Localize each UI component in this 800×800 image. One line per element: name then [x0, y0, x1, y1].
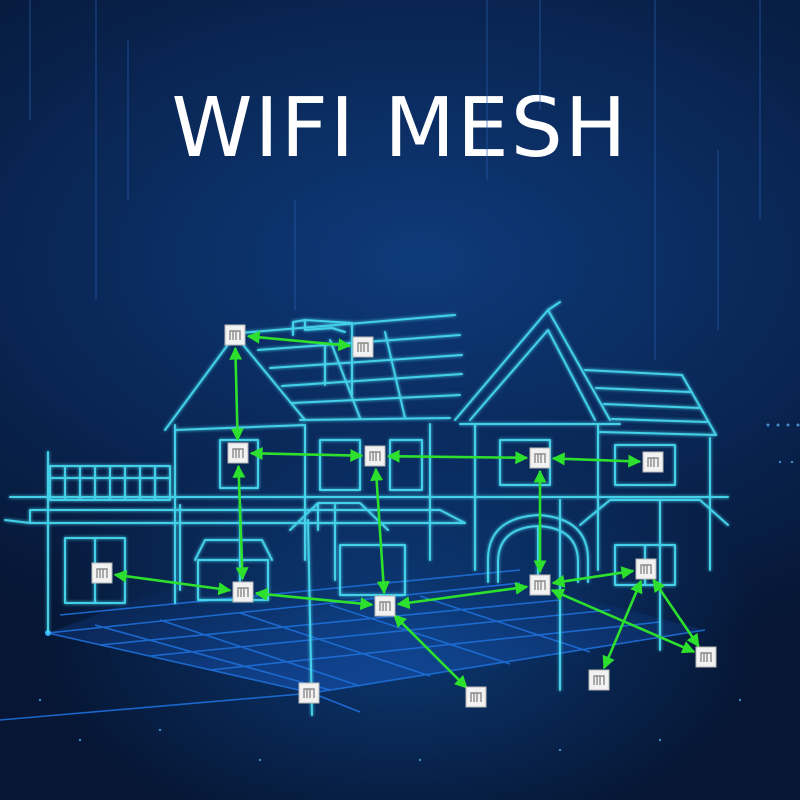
- mesh-node-n10: [529, 574, 551, 596]
- mesh-link-n1-n3: [229, 346, 244, 442]
- router-icon: [647, 457, 659, 467]
- mesh-node-n6: [642, 451, 664, 473]
- mesh-node-n7: [91, 562, 113, 584]
- router-icon: [534, 580, 546, 590]
- router-icon: [96, 568, 108, 578]
- mesh-link-n11-n15: [652, 578, 700, 648]
- mesh-link-n7-n8: [113, 569, 232, 596]
- mesh-node-n4: [364, 445, 386, 467]
- mesh-node-n12: [465, 686, 487, 708]
- background-streaks: [29, 0, 761, 360]
- mesh-node-n11: [635, 558, 657, 580]
- router-icon: [303, 688, 315, 698]
- mesh-node-n14: [588, 669, 610, 691]
- mesh-link-n9-n10: [396, 581, 529, 610]
- mesh-node-n15: [695, 646, 717, 668]
- router-icon: [232, 448, 244, 458]
- mesh-link-n10-n11: [551, 566, 635, 588]
- mesh-link-n11-n14: [602, 579, 643, 670]
- router-icon: [593, 675, 605, 685]
- router-icon: [470, 692, 482, 702]
- mesh-link-n1-n2: [246, 330, 352, 352]
- mesh-node-n16: [298, 682, 320, 704]
- router-icon: [369, 451, 381, 461]
- mesh-link-n4-n5: [386, 449, 529, 465]
- mesh-link-n9-n12: [393, 614, 468, 689]
- mesh-node-n2: [352, 336, 374, 358]
- mesh-node-n9: [374, 595, 396, 617]
- router-icon: [640, 564, 652, 574]
- page-title: WIFI MESH: [171, 81, 629, 176]
- mesh-link-n8-n9: [254, 587, 374, 611]
- router-icon: [357, 342, 369, 352]
- router-icon: [229, 330, 241, 340]
- mesh-link-n4-n9: [370, 467, 390, 595]
- mesh-node-n1: [224, 324, 246, 346]
- router-icon: [534, 453, 546, 463]
- router-icon: [700, 652, 712, 662]
- mesh-nodes: [91, 324, 717, 708]
- mesh-node-n3: [227, 442, 249, 464]
- mesh-link-n3-n4: [249, 447, 364, 462]
- mesh-node-n5: [529, 447, 551, 469]
- floor-plane: [0, 569, 706, 721]
- router-icon: [379, 601, 391, 611]
- mesh-node-n8: [232, 581, 254, 603]
- mesh-link-n3-n8: [232, 464, 249, 581]
- mesh-link-n5-n6: [551, 452, 642, 468]
- background-dots: [38, 423, 800, 762]
- router-icon: [237, 587, 249, 597]
- mesh-links: [113, 330, 700, 689]
